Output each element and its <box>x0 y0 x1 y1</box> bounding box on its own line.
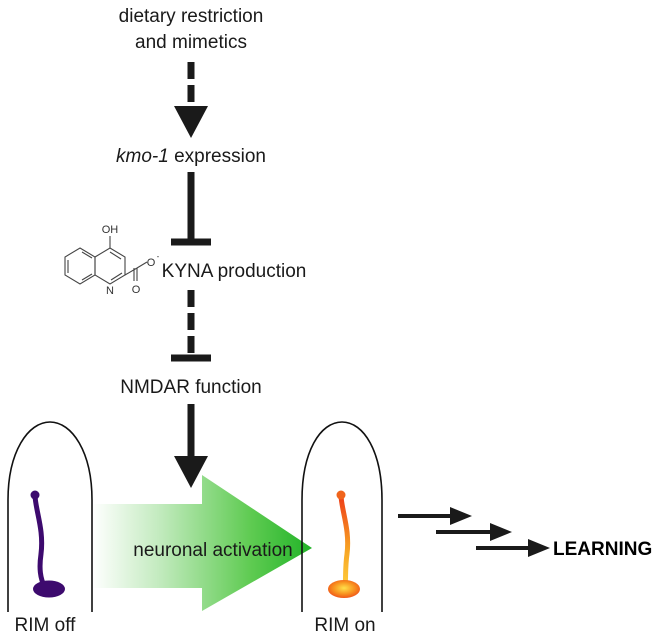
dietary-restriction-label-line2: and mimetics <box>135 32 247 53</box>
kmo-gene-name: kmo-1 <box>116 146 169 167</box>
expression-word: expression <box>169 146 266 167</box>
dietary-restriction-label-line1: dietary restriction <box>119 6 264 27</box>
rim-neuron-on <box>328 490 360 598</box>
worm-head-on-outline <box>301 421 383 612</box>
dashed-activation-arrow-1 <box>174 62 208 138</box>
activation-arrow-2 <box>174 404 208 488</box>
molecule-carbonyl-o-label: O <box>132 284 141 296</box>
worm-head-off-outline <box>7 421 93 612</box>
molecule-n-label: N <box>106 285 114 297</box>
cascade-arrow-3 <box>476 539 550 557</box>
inhibition-bar-1 <box>171 172 211 246</box>
cascade-arrow-2 <box>436 523 512 541</box>
kyna-molecule-icon <box>64 236 148 285</box>
kmo-expression-label: kmo-1 expression <box>116 146 266 167</box>
cascade-arrow-1 <box>398 507 472 525</box>
kyna-production-label: KYNA production <box>162 261 307 282</box>
molecule-anion-o-label: O <box>147 257 156 269</box>
molecule-charge-label: - <box>157 252 160 261</box>
molecule-oh-label: OH <box>102 224 119 236</box>
rim-neuron-off <box>30 490 65 598</box>
neuronal-activation-arrow <box>92 475 312 611</box>
neuronal-activation-label: neuronal activation <box>133 540 293 561</box>
nmdar-function-label: NMDAR function <box>120 377 262 398</box>
rim-on-label: RIM on <box>314 615 375 636</box>
dashed-inhibition-bar-2 <box>171 290 211 362</box>
rim-off-label: RIM off <box>15 615 77 636</box>
learning-label: LEARNING <box>553 539 652 560</box>
